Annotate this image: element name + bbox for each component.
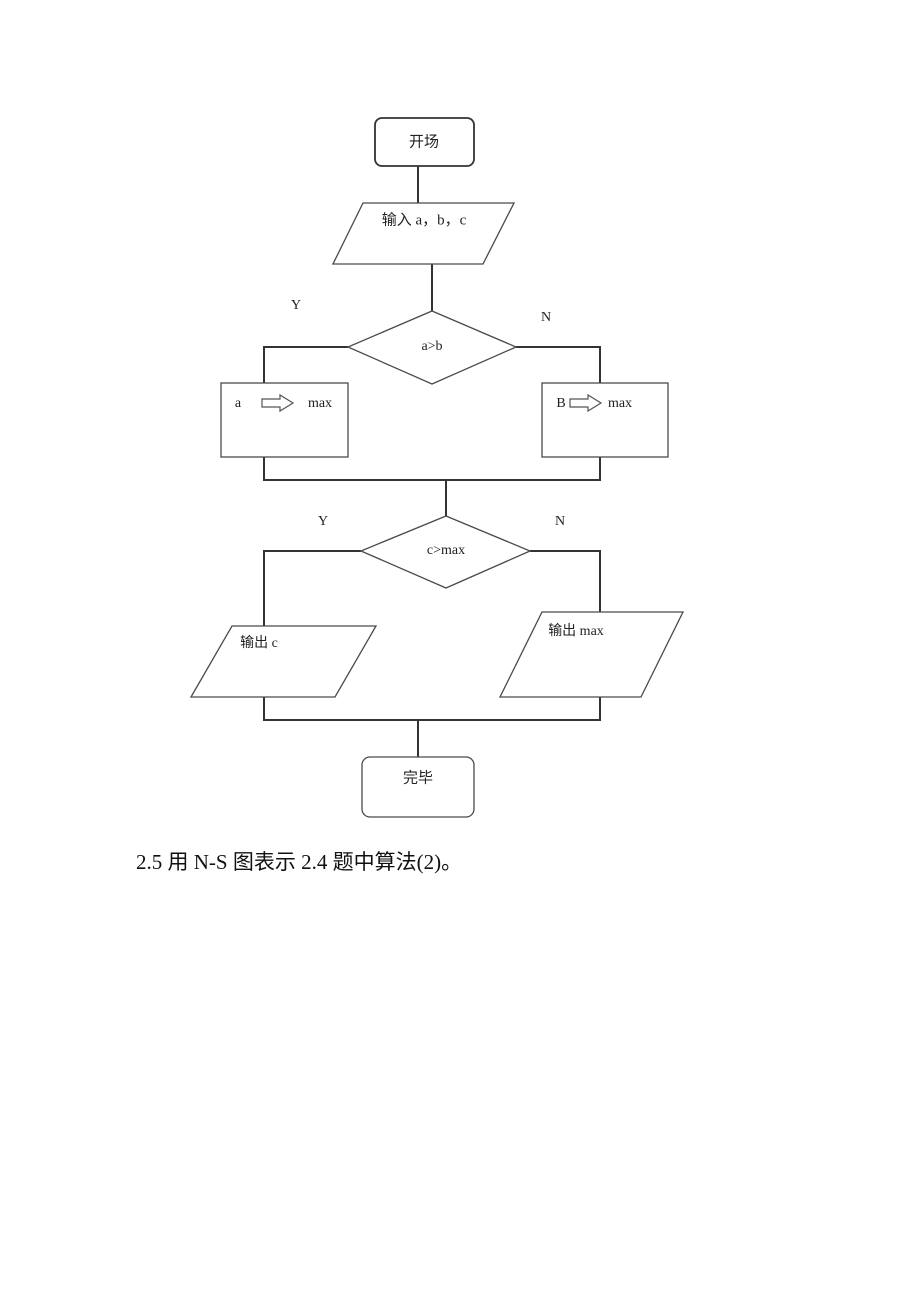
output-no-label: 输出 max [548,623,604,639]
decision2-no-label: N [555,514,565,529]
caption-text: 2.5 用 N-S 图表示 2.4 题中算法(2)。 [136,850,463,874]
output-no-parallelogram [498,611,685,698]
connector-merge2 [263,697,601,721]
assign-yes-left: a [235,396,242,411]
connector-decision2-no [530,550,601,612]
input-parallelogram [331,202,516,265]
output-yes-parallelogram [189,625,378,698]
end-terminal [361,756,475,818]
output-yes-label: 输出 c [240,635,278,651]
decision1-condition: a>b [421,339,442,354]
decision1-diamond [346,310,518,385]
assign-yes-box [220,382,349,458]
assign-no-right: max [608,396,632,411]
connector-decision1-no [516,346,601,383]
end-label: 完毕 [403,769,433,786]
assign-arrow-icon [261,393,295,413]
decision1-yes-label: Y [291,298,301,313]
assign-arrow-icon [569,393,603,413]
decision1-no-label: N [541,310,551,325]
assign-no-box [541,382,669,458]
input-label: 输入 a，b，c [382,211,467,228]
connector-decision2-yes [263,550,361,626]
connector-merge1 [263,457,601,481]
start-terminal [374,117,475,167]
decision2-diamond [359,515,532,589]
connector-decision1-yes [263,346,348,383]
start-label: 开场 [409,133,439,150]
assign-no-left: B [556,396,565,411]
assign-yes-right: max [308,396,332,411]
decision2-condition: c>max [427,543,465,558]
decision2-yes-label: Y [318,514,328,529]
